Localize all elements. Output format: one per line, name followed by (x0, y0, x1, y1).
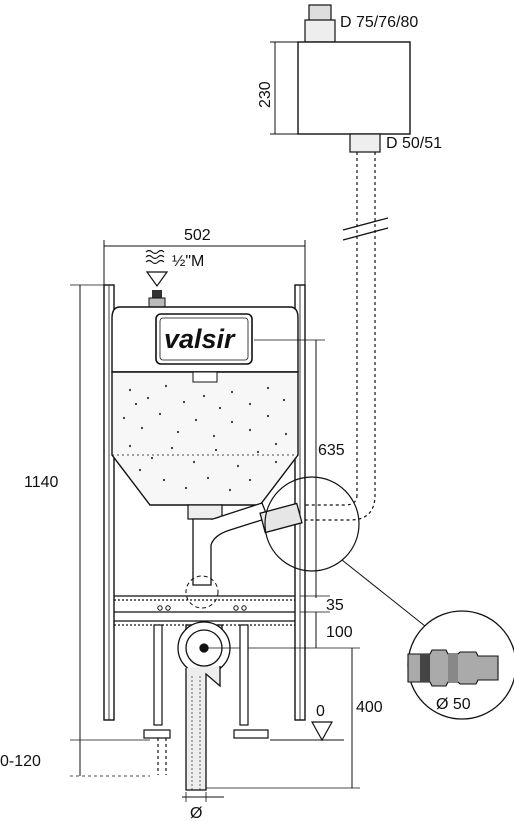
crossbar-holes (157, 605, 247, 611)
frame-crossbars (114, 595, 295, 626)
frame-width-dimension (103, 240, 306, 285)
pipe-top-label: D 75/76/80 (340, 14, 418, 31)
leg-adjust-dimension (70, 740, 150, 777)
valsir-logo (155, 313, 253, 365)
detail-diameter-label: Ø 50 (436, 696, 471, 713)
gap-100-label: 100 (326, 624, 353, 641)
frame-height-dimension (70, 284, 150, 741)
frame-uprights (103, 284, 306, 721)
leg-adjust-label: 0-120 (0, 753, 41, 770)
flush-length-dimension (254, 339, 325, 598)
gap-35-label: 35 (326, 597, 344, 614)
waste-height-label: 400 (356, 699, 383, 716)
flush-pipe (300, 152, 376, 521)
valsir-logo-text: valsir (164, 324, 236, 354)
floor-level-label: 0 (316, 703, 325, 720)
connection-circle (185, 575, 219, 609)
box-height-label: 230 (257, 81, 274, 108)
water-inlet-label: ½"M (172, 253, 204, 270)
water-icon (145, 249, 165, 265)
waste-diameter-dimension (182, 792, 224, 802)
flush-outlet-bend (192, 502, 303, 586)
detail-source-circle (264, 476, 360, 572)
waste-diameter-label: Ø (190, 805, 202, 821)
frame-width-label: 502 (184, 227, 211, 244)
frame-legs (143, 624, 269, 775)
floor-level-marker (270, 721, 344, 742)
inlet-valve (148, 290, 166, 309)
pipe-break-symbol (342, 217, 389, 241)
top-box (297, 4, 411, 153)
detail-leader-line (341, 559, 431, 631)
detail-magnifier (407, 610, 514, 720)
waste-height-dimension (206, 648, 360, 789)
frame-height-label: 1140 (24, 474, 59, 491)
insulation-speckle (122, 384, 288, 492)
box-height-dimension (270, 41, 300, 135)
inlet-level-icon (145, 271, 169, 288)
gap-dimensions (300, 595, 330, 648)
waste-pipe (177, 621, 231, 791)
flush-length-label: 635 (318, 442, 345, 459)
pipe-bottom-label: D 50/51 (386, 135, 442, 152)
